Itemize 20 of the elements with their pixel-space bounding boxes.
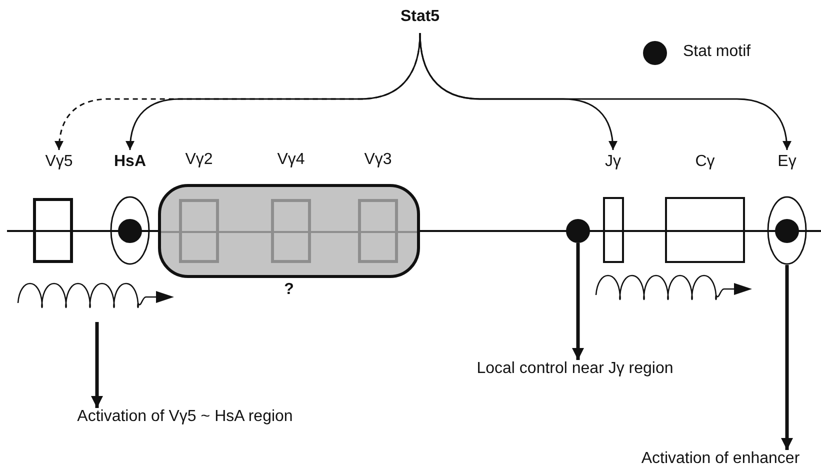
protein-label: Stat5 xyxy=(399,8,441,26)
arrow xyxy=(572,243,584,360)
element-label: HsA xyxy=(114,152,146,172)
outcome-label: Activation of enhancer xyxy=(640,450,801,468)
arrow xyxy=(126,32,421,150)
outcome-label: Local control near Jγ region xyxy=(476,360,674,378)
gene-label: Cγ xyxy=(695,152,715,172)
arrow xyxy=(91,322,103,408)
arrow xyxy=(781,265,793,450)
legend-label: Stat motif xyxy=(683,43,751,61)
gene-label: Jγ xyxy=(605,152,621,172)
gene-label: Vγ4 xyxy=(277,150,305,170)
arrow xyxy=(419,32,792,150)
stat-motif-dot xyxy=(566,219,590,243)
unknown-mark: ? xyxy=(284,280,294,300)
gene-label: Vγ2 xyxy=(185,150,213,170)
element-label: Eγ xyxy=(778,152,796,172)
gene-label: Vγ5 xyxy=(45,152,73,172)
gene-label: Vγ3 xyxy=(364,150,392,170)
outcome-label: Activation of Vγ5 ~ HsA region xyxy=(76,408,294,426)
